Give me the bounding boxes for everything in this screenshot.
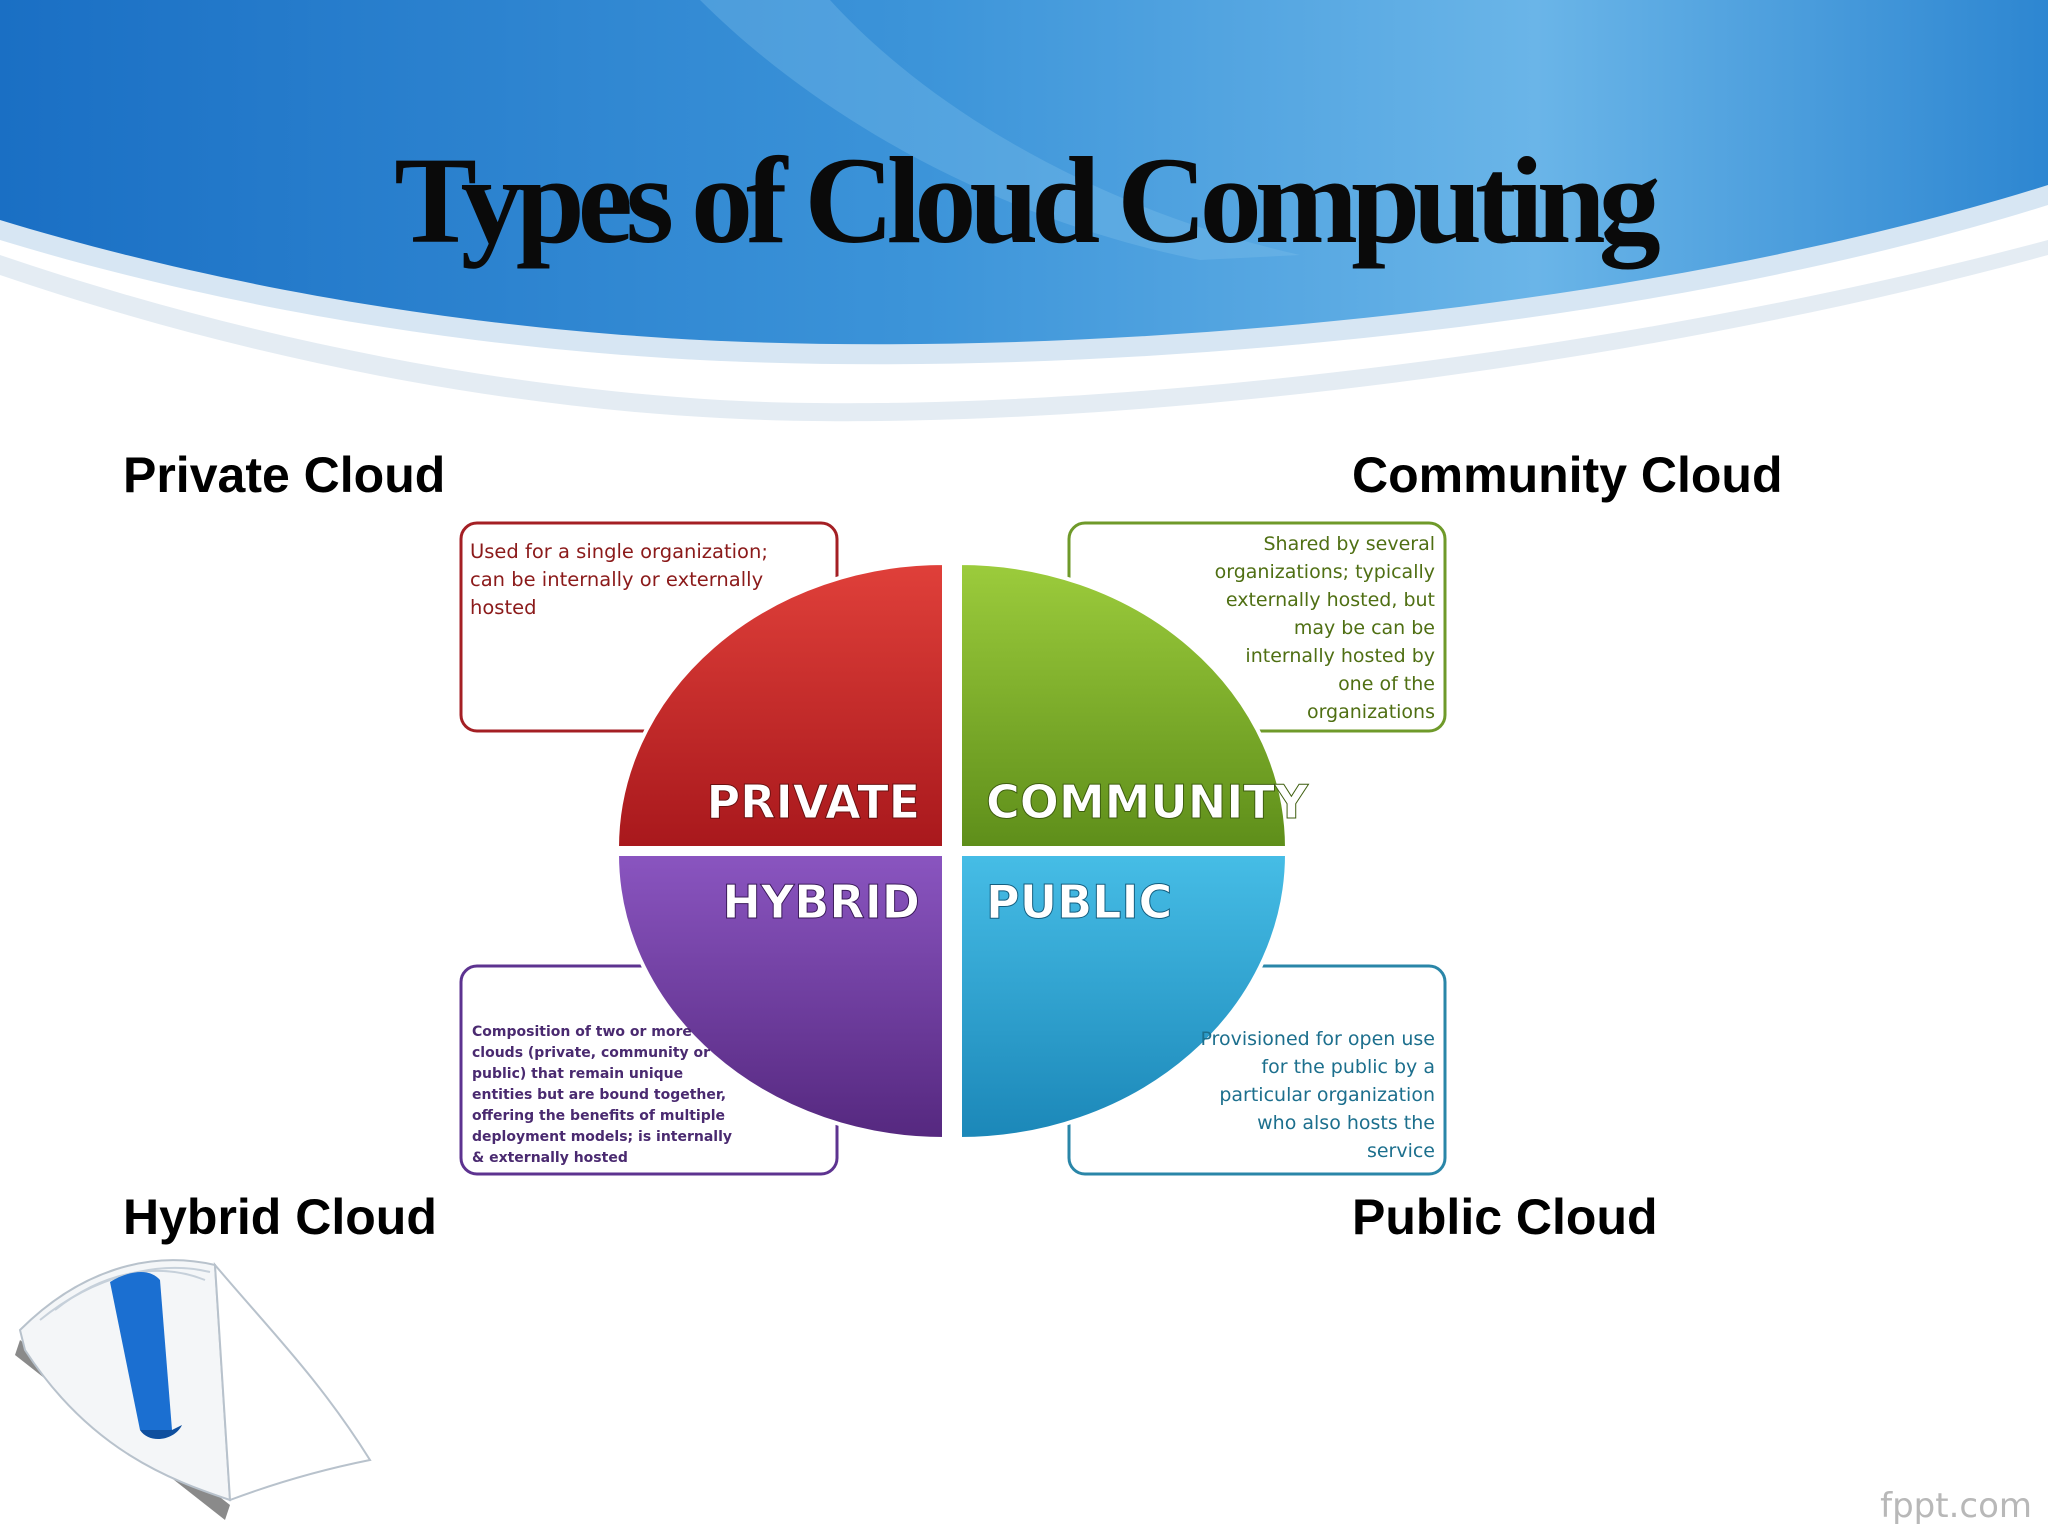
quadrant-label-hybrid: HYBRID	[722, 875, 920, 929]
label-community-cloud: Community Cloud	[1352, 447, 1783, 503]
quadrant-label-community: COMMUNITY	[986, 775, 1309, 829]
open-book-icon	[15, 1259, 372, 1520]
description-public: Provisioned for open use for the public …	[1200, 1028, 1435, 1162]
quadrant-hybrid	[614, 852, 946, 1142]
label-private-cloud: Private Cloud	[123, 447, 446, 503]
label-hybrid-cloud: Hybrid Cloud	[123, 1189, 437, 1245]
page-title: Types of Cloud Computing	[394, 132, 1660, 269]
label-public-cloud: Public Cloud	[1352, 1189, 1658, 1245]
description-community: Shared by several organizations; typical…	[1214, 533, 1435, 723]
quadrant-pie: PRIVATE COMMUNITY HYBRID PUBLIC	[614, 560, 1309, 1142]
quadrant-private	[614, 560, 946, 850]
description-private: Used for a single organization; can be i…	[470, 540, 768, 619]
quadrant-label-public: PUBLIC	[986, 875, 1172, 929]
description-hybrid: Composition of two or more clouds (priva…	[472, 1024, 733, 1166]
watermark: fppt.com	[1880, 1486, 2032, 1526]
quadrant-label-private: PRIVATE	[706, 775, 920, 829]
quadrant-community	[958, 560, 1290, 850]
quadrant-public	[958, 852, 1290, 1142]
